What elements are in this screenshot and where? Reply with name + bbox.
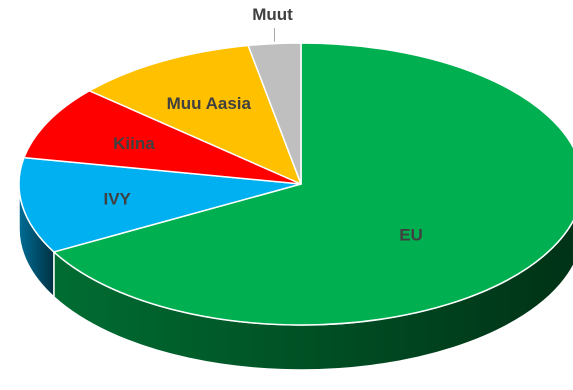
pie-slice-ivy bbox=[18, 156, 302, 253]
pie-slice-kiina bbox=[23, 90, 302, 185]
pie-label-muut: Muut bbox=[252, 5, 293, 24]
pie-label-ivy: IVY bbox=[103, 190, 131, 209]
pie-tops bbox=[18, 42, 573, 326]
pie-label-muu-aasia: Muu Aasia bbox=[167, 94, 252, 113]
pie-slice-eu bbox=[53, 42, 573, 326]
pie-slice-muu-aasia bbox=[88, 44, 302, 185]
pie-label-kiina: Kiina bbox=[113, 134, 155, 153]
pie-label-eu: EU bbox=[399, 225, 423, 244]
pie-labels: EU IVY Kiina Muu Aasia Muut bbox=[103, 5, 422, 244]
pie-slice-muut bbox=[247, 42, 302, 185]
